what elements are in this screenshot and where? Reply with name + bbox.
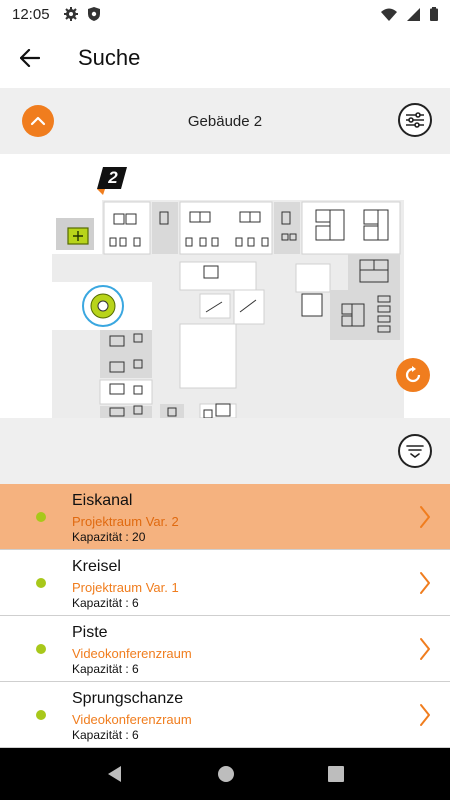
room-type: Projektraum Var. 1	[72, 580, 179, 595]
room-name: Piste	[72, 624, 108, 641]
gear-icon	[63, 7, 78, 21]
room-list-item-kreisel[interactable]: Kreisel Projektraum Var. 1 Kapazität : 6	[0, 550, 450, 616]
floor-number: 2	[108, 168, 118, 187]
availability-dot	[36, 644, 46, 654]
refresh-icon	[405, 366, 421, 383]
system-nav-bar	[0, 748, 450, 800]
signal-icon	[407, 7, 420, 21]
arrow-left-icon	[20, 49, 40, 67]
app-bar: Suche	[0, 28, 450, 88]
room-capacity: Kapazität : 6	[72, 662, 139, 676]
filter-button[interactable]	[398, 103, 432, 137]
status-bar: 12:05	[0, 0, 450, 28]
room-capacity: Kapazität : 6	[72, 728, 139, 742]
floor-plan-map[interactable]	[0, 154, 450, 418]
sliders-icon	[406, 112, 424, 128]
room-type: Videokonferenzraum	[72, 712, 192, 727]
nav-back-icon[interactable]	[106, 765, 124, 783]
room-name: Sprungschanze	[72, 690, 184, 707]
chevron-right-icon	[420, 638, 430, 660]
chevron-right-icon	[420, 506, 430, 528]
collapse-button[interactable]	[22, 105, 54, 137]
sort-icon	[406, 445, 424, 458]
availability-dot	[36, 710, 46, 720]
chevron-right-icon	[420, 704, 430, 726]
sort-bar	[0, 418, 450, 484]
sort-button[interactable]	[398, 434, 432, 468]
availability-dot	[36, 512, 46, 522]
shield-icon	[87, 7, 100, 21]
room-capacity: Kapazität : 20	[72, 530, 146, 544]
room-list: Eiskanal Projektraum Var. 2 Kapazität : …	[0, 484, 450, 748]
battery-icon	[430, 7, 438, 21]
room-capacity: Kapazität : 6	[72, 596, 139, 610]
room-type: Projektraum Var. 2	[72, 514, 179, 529]
nav-recents-icon[interactable]	[327, 766, 344, 782]
floor-badge-icon	[97, 167, 127, 195]
room-name: Eiskanal	[72, 492, 133, 509]
room-name: Kreisel	[72, 558, 121, 575]
room-type: Videokonferenzraum	[72, 646, 192, 661]
building-name: Gebäude 2	[187, 112, 263, 130]
floor-plan[interactable]: 2	[0, 154, 450, 418]
refresh-button[interactable]	[396, 358, 430, 392]
chevron-up-icon	[30, 116, 46, 126]
room-list-item-sprungschanze[interactable]: Sprungschanze Videokonferenzraum Kapazit…	[0, 682, 450, 748]
nav-home-icon[interactable]	[217, 765, 235, 783]
back-button[interactable]	[0, 28, 60, 88]
wifi-icon	[381, 8, 397, 21]
availability-dot	[36, 578, 46, 588]
status-time: 12:05	[12, 5, 50, 23]
page-title: Suche	[78, 45, 141, 70]
building-header: Gebäude 2	[0, 88, 450, 154]
chevron-right-icon	[420, 572, 430, 594]
room-list-item-eiskanal[interactable]: Eiskanal Projektraum Var. 2 Kapazität : …	[0, 484, 450, 550]
room-list-item-piste[interactable]: Piste Videokonferenzraum Kapazität : 6	[0, 616, 450, 682]
